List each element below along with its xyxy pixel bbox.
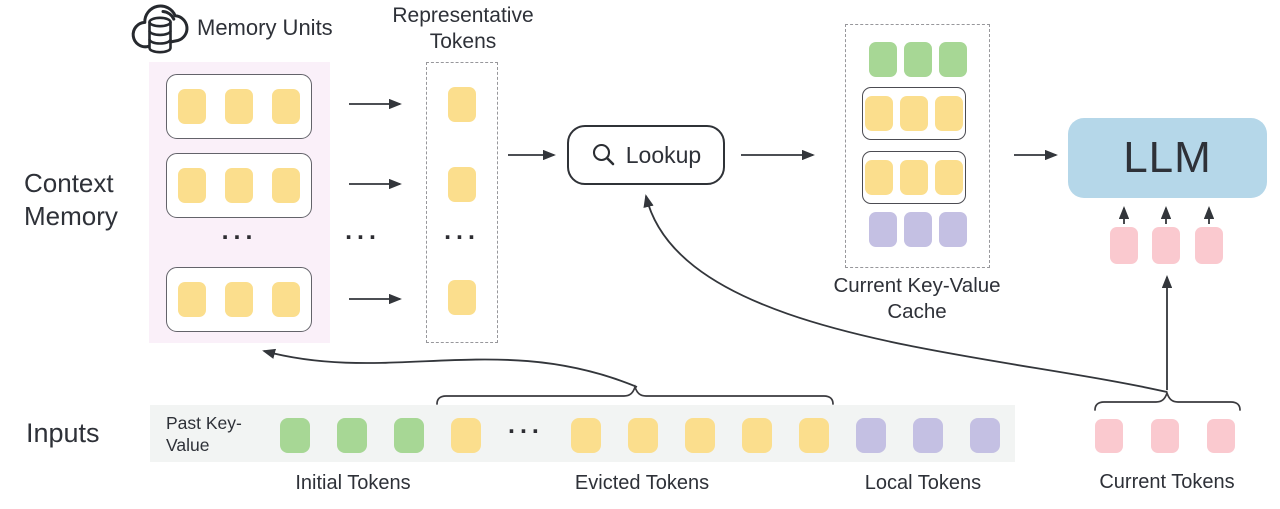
past-key-value-label: Past Key-Value <box>166 413 242 455</box>
yellow-token <box>448 87 476 122</box>
ellipsis: ... <box>444 217 480 245</box>
yellow-token <box>178 168 206 203</box>
green-token <box>280 418 310 453</box>
green-token <box>903 42 932 77</box>
current-kv-cache-label: Current Key-Value Cache <box>833 274 1001 323</box>
yellow-token <box>448 280 476 315</box>
ellipsis: ... <box>508 411 544 439</box>
yellow-token <box>178 89 206 124</box>
yellow-token <box>900 160 928 195</box>
ellipsis: ... <box>221 217 258 245</box>
cache-memory-unit <box>862 151 966 204</box>
search-icon <box>592 143 615 166</box>
pink-token <box>1110 227 1138 264</box>
representative-tokens-label: Representative Tokens <box>392 4 534 53</box>
yellow-token <box>225 89 253 124</box>
lookup-label: Lookup <box>625 141 702 168</box>
green-token <box>394 418 424 453</box>
cache-initial-row <box>845 42 990 77</box>
cloud-database-icon <box>131 4 189 54</box>
yellow-token <box>627 418 658 453</box>
ellipsis: ... <box>345 217 381 245</box>
yellow-token <box>865 96 893 131</box>
cache-local-row <box>845 212 990 247</box>
yellow-token <box>178 282 206 317</box>
purple-token <box>969 418 1000 453</box>
yellow-token <box>225 168 253 203</box>
yellow-token <box>225 282 253 317</box>
pink-token <box>1195 227 1223 264</box>
yellow-token <box>798 418 829 453</box>
pink-token <box>1207 419 1235 453</box>
purple-token <box>938 212 967 247</box>
cache-memory-unit <box>862 87 966 140</box>
local-tokens-label: Local Tokens <box>864 472 982 494</box>
memory-unit <box>166 267 312 332</box>
evicted-tokens-label: Evicted Tokens <box>574 472 710 494</box>
yellow-token <box>865 160 893 195</box>
green-token <box>337 418 367 453</box>
llm-box: LLM <box>1068 118 1267 198</box>
yellow-token <box>684 418 715 453</box>
yellow-token <box>900 96 928 131</box>
current-tokens-label: Current Tokens <box>1099 471 1235 493</box>
yellow-token <box>741 418 772 453</box>
yellow-token <box>570 418 601 453</box>
purple-token <box>903 212 932 247</box>
past-kv-token-sequence: ... <box>280 411 1000 453</box>
pink-token <box>1152 227 1180 264</box>
purple-token <box>912 418 943 453</box>
initial-tokens-label: Initial Tokens <box>295 472 411 494</box>
yellow-token <box>272 89 300 124</box>
green-token <box>938 42 967 77</box>
lookup-button: Lookup <box>567 125 725 185</box>
yellow-token <box>448 167 476 202</box>
purple-token <box>868 212 897 247</box>
representative-tokens-box <box>426 62 498 343</box>
pink-token <box>1151 419 1179 453</box>
evicted-tokens-brace <box>436 384 834 405</box>
inputs-label: Inputs <box>26 418 100 448</box>
memory-units-label: Memory Units <box>197 15 333 40</box>
context-memory-label: Context Memory <box>24 168 118 231</box>
yellow-token <box>272 282 300 317</box>
llm-label: LLM <box>1123 133 1212 182</box>
green-token <box>868 42 897 77</box>
pink-token <box>1095 419 1123 453</box>
yellow-token <box>935 160 963 195</box>
past-kv-bar: Past Key-Value ... <box>150 405 1015 462</box>
purple-token <box>855 418 886 453</box>
current-tokens-brace <box>1094 390 1241 411</box>
yellow-token <box>935 96 963 131</box>
yellow-token <box>451 418 481 453</box>
memory-unit <box>166 74 312 139</box>
yellow-token <box>272 168 300 203</box>
memory-unit <box>166 153 312 218</box>
